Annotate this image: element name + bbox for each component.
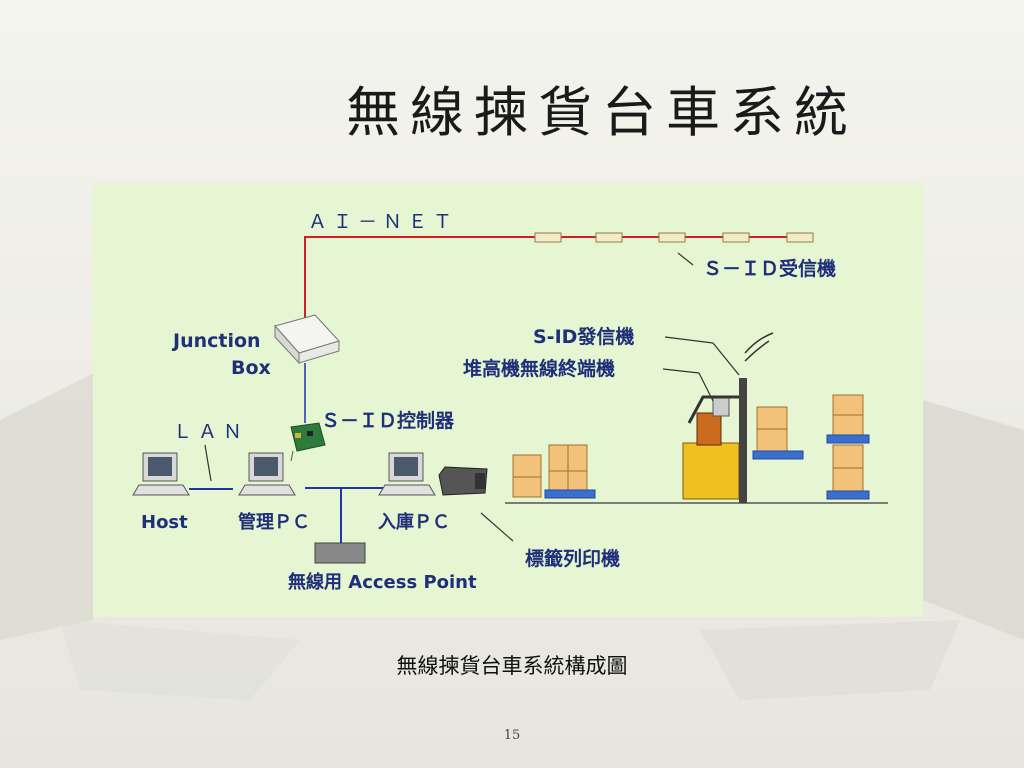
pallet-stack-left <box>512 444 596 499</box>
ai-net-label: ＡＩ－ＮＥＴ <box>308 211 458 233</box>
page-number: 15 <box>503 728 521 743</box>
warehousing-pc-label: 入庫ＰＣ <box>378 511 450 533</box>
junction-box-label-line1: Junction <box>171 330 261 352</box>
sid-receiver-units <box>534 232 814 243</box>
forklift-terminal-label: 堆高機無線終端機 <box>463 357 615 380</box>
sid-controller-label: Ｓ－ＩＤ控制器 <box>321 409 455 432</box>
ai-net-line <box>304 236 803 333</box>
access-point-label: 無線用 Access Point <box>288 571 477 593</box>
signal-waves-icon <box>744 332 774 362</box>
system-diagram: ＡＩ－ＮＥＴ Ｓ－ＩＤ受信機 Junction Box Ｓ－ＩＤ控制器 ＬＡＮ … <box>93 183 923 617</box>
management-pc-label: 管理ＰＣ <box>238 511 310 533</box>
sid-receiver-label: Ｓ－ＩＤ受信機 <box>703 257 836 280</box>
management-pc-icon <box>238 452 296 496</box>
pallet-stack-right <box>826 394 870 500</box>
slide-title: 無線揀貨台車系統 <box>346 81 858 144</box>
lan-label: ＬＡＮ <box>173 421 248 443</box>
junction-box-icon <box>274 314 340 365</box>
access-point-icon <box>314 542 366 564</box>
diagram-caption: 無線揀貨台車系統構成圖 <box>396 654 628 678</box>
forklift-icon <box>682 378 804 503</box>
host-computer-icon <box>132 452 190 496</box>
junction-box-label-line2: Box <box>231 357 271 379</box>
warehousing-pc-icon <box>378 452 436 496</box>
host-label: Host <box>141 512 188 533</box>
sid-controller-icon <box>290 422 326 462</box>
sid-transmitter-label: S-ID發信機 <box>533 325 634 348</box>
label-printer-label: 標籤列印機 <box>525 547 620 570</box>
diagram-background <box>93 183 923 617</box>
label-printer-icon <box>438 466 488 496</box>
